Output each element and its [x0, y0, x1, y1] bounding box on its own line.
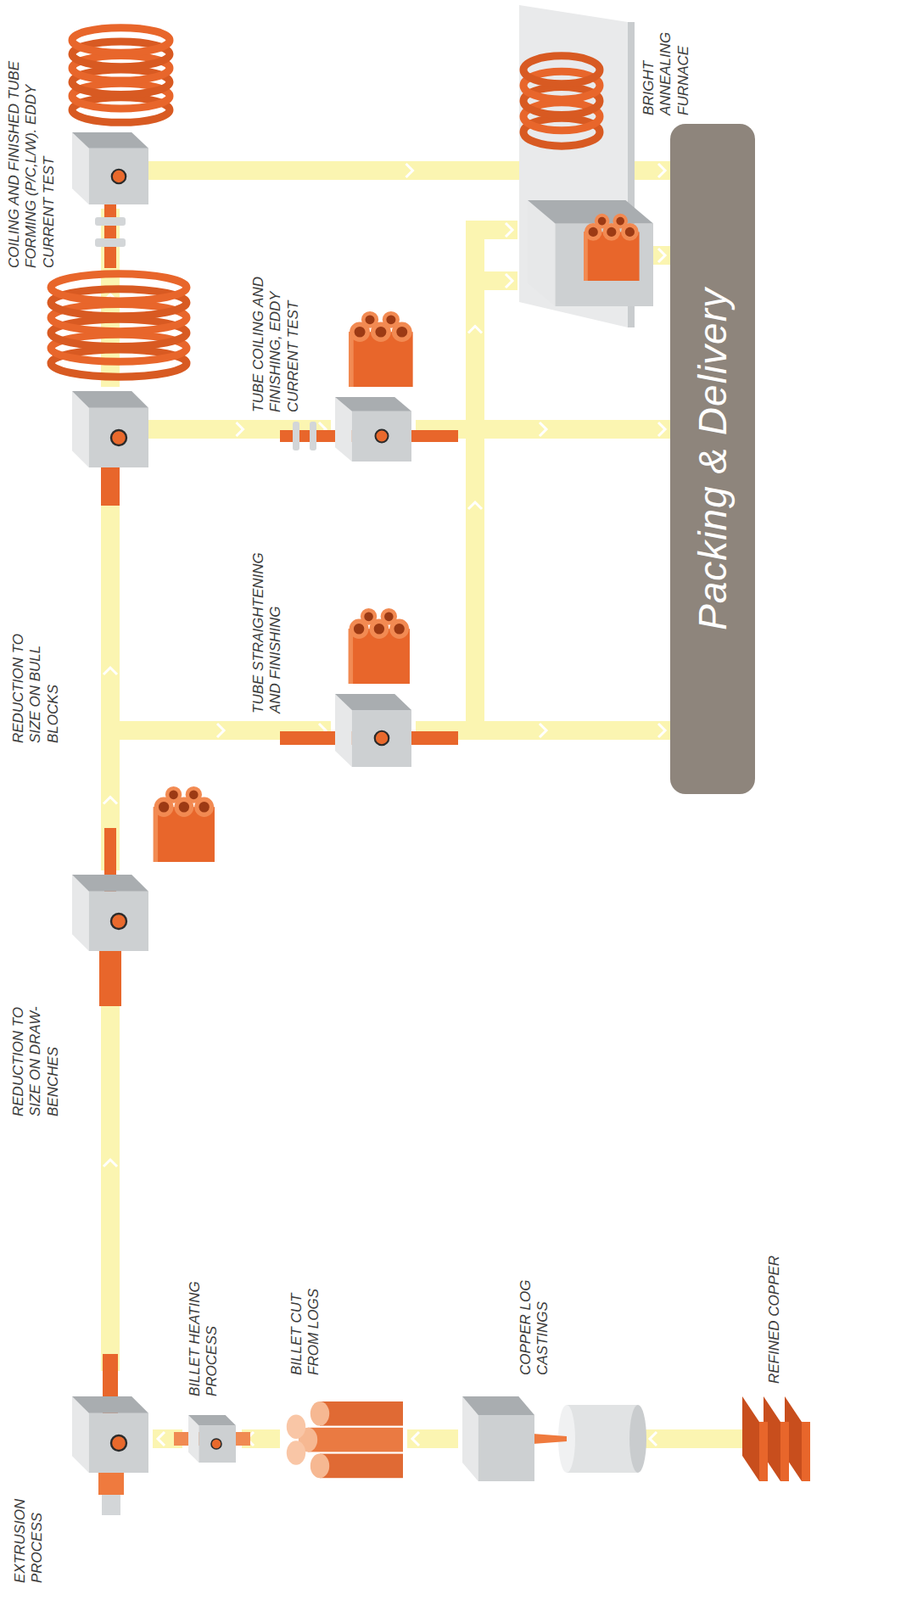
arrow-chevron [412, 1432, 420, 1446]
process-step: COILING AND FINISHED TUBE FORMING (P/C,L… [72, 132, 149, 209]
coil-winding [523, 55, 600, 84]
arrow-chevron [103, 667, 118, 675]
arrow-chevron [406, 163, 414, 178]
heating-furnace [173, 1415, 251, 1463]
extrusion-press [72, 1353, 149, 1516]
arrow-chevron [539, 422, 547, 437]
copper-plates [742, 1396, 811, 1482]
arrow-chevron [658, 422, 666, 437]
arrow-chevron [649, 1432, 657, 1446]
arrow-chevron [157, 1432, 165, 1446]
flow-band [653, 246, 671, 265]
arrow-chevron [468, 326, 482, 334]
step-label: EXTRUSION PROCESS [11, 1476, 47, 1584]
step-label: REDUCTION TO SIZE ON DRAW-BENCHES [10, 989, 62, 1117]
coiling-machine [72, 27, 170, 269]
flow-connector [407, 1432, 459, 1446]
step-label: REDUCTION TO SIZE ON BULL BLOCKS [10, 628, 62, 744]
flow-connector [653, 248, 671, 263]
arrow-chevron [103, 797, 118, 805]
process-step: BILLET HEATING PROCESS [182, 1409, 242, 1469]
arrow-chevron [658, 163, 666, 178]
delivery-band: Packing & Delivery [670, 123, 756, 795]
arrow-chevron [658, 248, 666, 263]
casting-machine [462, 1396, 647, 1482]
coil-winding [72, 27, 170, 54]
process-step: TUBE STRAIGHTENING AND FINISHING [330, 692, 416, 769]
flow-connector [103, 723, 331, 871]
process-step: EXTRUSION PROCESS [67, 1370, 153, 1507]
process-step: REDUCTION TO SIZE ON DRAW-BENCHES [72, 870, 149, 956]
arrow-chevron [468, 502, 482, 510]
draw-bench [72, 786, 215, 1007]
process-step: BILLET CUT FROM LOGS [279, 1387, 408, 1490]
process-step: REDUCTION TO SIZE ON BULL BLOCKS [72, 386, 149, 472]
annealing-furnace [519, 5, 654, 328]
bull-block [50, 274, 187, 506]
arrow-chevron [103, 1159, 118, 1167]
flow-connector [644, 1432, 743, 1446]
step-label: TUBE COILING AND FINISHING, EDDY CURRENT… [250, 255, 303, 413]
arrow-chevron [539, 723, 547, 738]
flow-band [100, 955, 120, 1371]
coil-winding [50, 274, 187, 302]
flow-band [407, 1429, 459, 1449]
flow-band [110, 730, 331, 871]
flow-band [644, 1429, 743, 1449]
step-label: TUBE STRAIGHTENING AND FINISHING [250, 531, 286, 714]
process-step: COPPER LOG CASTINGS [458, 1383, 645, 1494]
step-label: REFINED COPPER [766, 1213, 784, 1384]
flow-connector [415, 223, 518, 430]
step-label: BILLET HEATING PROCESS [186, 1256, 222, 1397]
process-step: TUBE COILING AND FINISHING, EDDY CURRENT… [330, 395, 416, 464]
straightening-machine [279, 608, 459, 767]
arrow-chevron [505, 274, 513, 288]
process-step: BRIGHT ANNEALING FURNACE [517, 200, 654, 311]
step-label: COPPER LOG CASTINGS [517, 1264, 553, 1376]
arrow-chevron [236, 422, 244, 437]
copper-logs [286, 1401, 403, 1478]
flow-band [415, 229, 518, 430]
step-label: BILLET CUT FROM LOGS [288, 1277, 324, 1376]
arrow-chevron [505, 223, 513, 237]
arrow-chevron [217, 723, 224, 738]
step-label: BRIGHT ANNEALING FURNACE [640, 9, 693, 116]
tube-coiling-machine [279, 311, 459, 462]
flow-connector [103, 955, 118, 1371]
step-label: COILING AND FINISHED TUBE FORMING (P/C,L… [5, 60, 58, 269]
arrow-chevron [658, 723, 666, 738]
band-label: Packing & Delivery [689, 287, 736, 631]
process-step: REFINED COPPER [742, 1396, 815, 1482]
